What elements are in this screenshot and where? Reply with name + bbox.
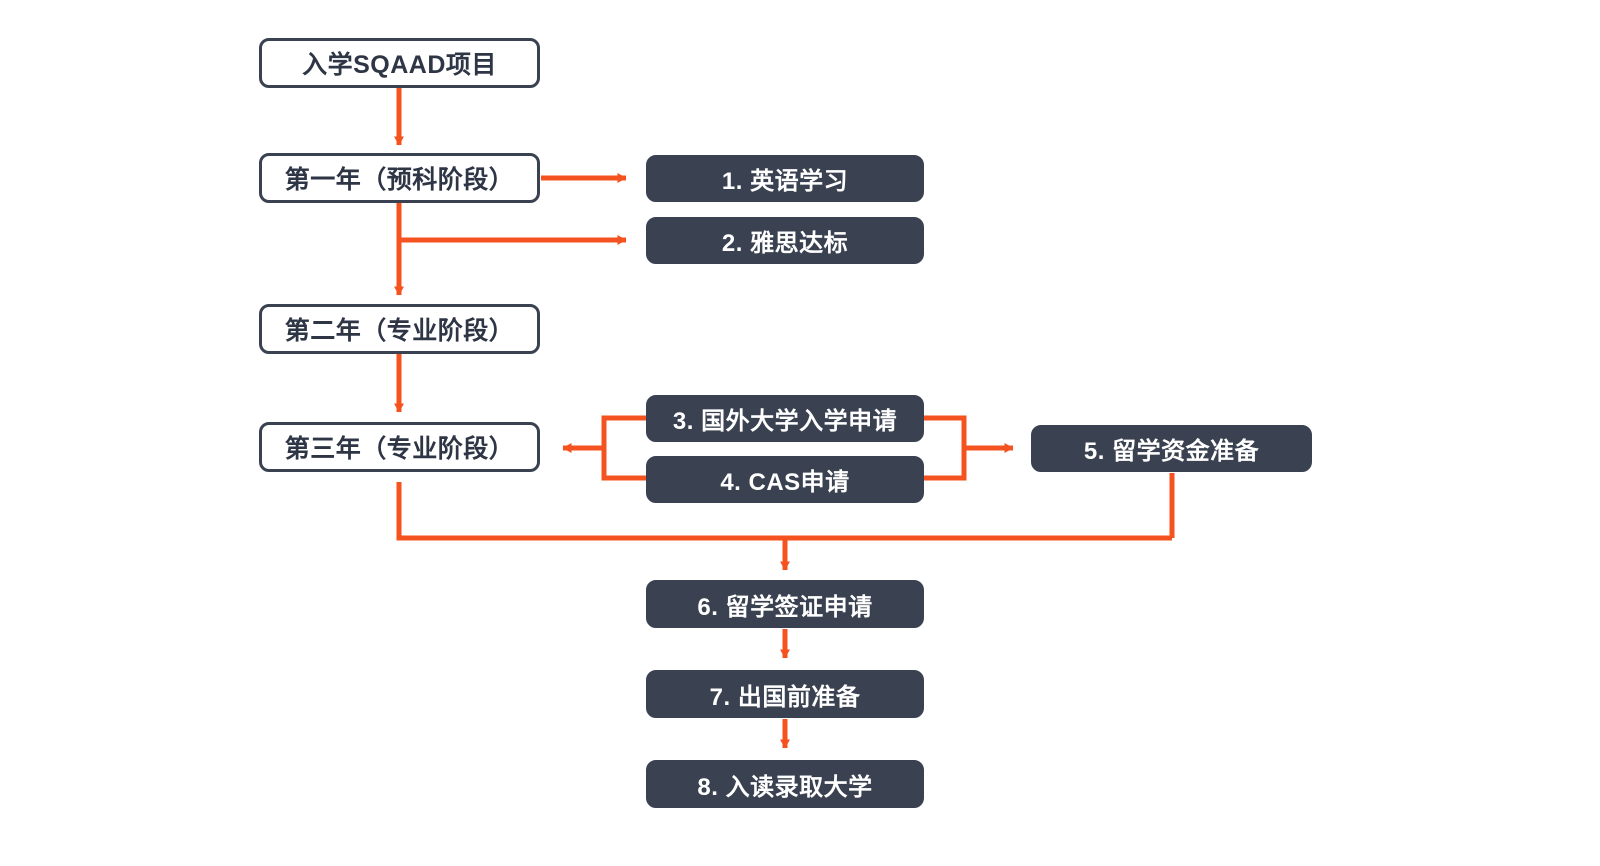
node-step-3[interactable]: 3. 国外大学入学申请 <box>646 395 924 442</box>
node-step-4[interactable]: 4. CAS申请 <box>646 456 924 503</box>
node-step-6[interactable]: 6. 留学签证申请 <box>646 580 924 628</box>
node-stage-year1[interactable]: 第一年（预科阶段） <box>259 153 540 203</box>
node-step-2[interactable]: 2. 雅思达标 <box>646 217 924 264</box>
node-stage-year3[interactable]: 第三年（专业阶段） <box>259 422 540 472</box>
edge-step34-to-step5 <box>924 415 967 481</box>
node-step-8[interactable]: 8. 入读录取大学 <box>646 760 924 808</box>
node-stage-year2[interactable]: 第二年（专业阶段） <box>259 304 540 354</box>
edge-step34-to-year3 <box>601 415 646 481</box>
node-start[interactable]: 入学SQAAD项目 <box>259 38 540 88</box>
node-step-1[interactable]: 1. 英语学习 <box>646 155 924 202</box>
node-step-5[interactable]: 5. 留学资金准备 <box>1031 425 1312 472</box>
node-step-7[interactable]: 7. 出国前准备 <box>646 670 924 718</box>
